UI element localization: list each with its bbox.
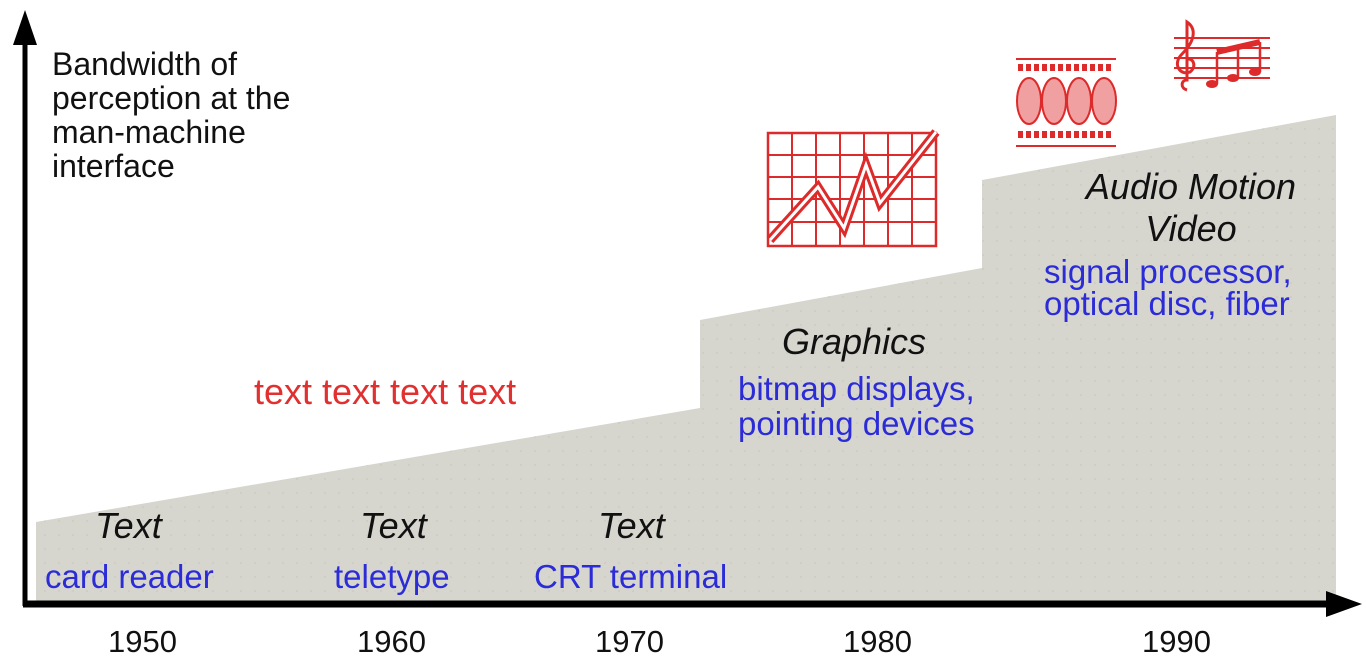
era-label-1950: Text [95, 505, 162, 546]
tech-label-audio-video: signal processor, optical disc, fiber [1044, 253, 1292, 323]
x-axis-arrow [1326, 591, 1362, 617]
film-strip-icon [1016, 58, 1117, 147]
tech-label-1950: card reader [45, 558, 214, 595]
year-label-1960: 1960 [357, 624, 426, 659]
tech-label-1970: CRT terminal [534, 558, 728, 595]
tech-label-1960: teletype [334, 558, 450, 595]
floating-text: text text text text [254, 371, 517, 412]
y-axis-label: Bandwidth of perception at the man-machi… [52, 46, 291, 184]
line-graph-icon [766, 129, 940, 248]
year-label-1980: 1980 [843, 624, 912, 659]
era-label-graphics: Graphics [782, 321, 927, 362]
bandwidth-area-texture [36, 115, 1336, 604]
era-label-audio-video: Audio Motion Video [1085, 166, 1297, 249]
era-label-1960: Text [360, 505, 427, 546]
y-axis-arrow [13, 10, 37, 45]
year-label-1990: 1990 [1142, 624, 1211, 659]
music-notation-icon [1174, 19, 1270, 92]
year-label-1950: 1950 [108, 624, 177, 659]
year-label-1970: 1970 [595, 624, 664, 659]
era-label-1970: Text [598, 505, 665, 546]
tech-label-graphics: bitmap displays, pointing devices [738, 370, 975, 442]
